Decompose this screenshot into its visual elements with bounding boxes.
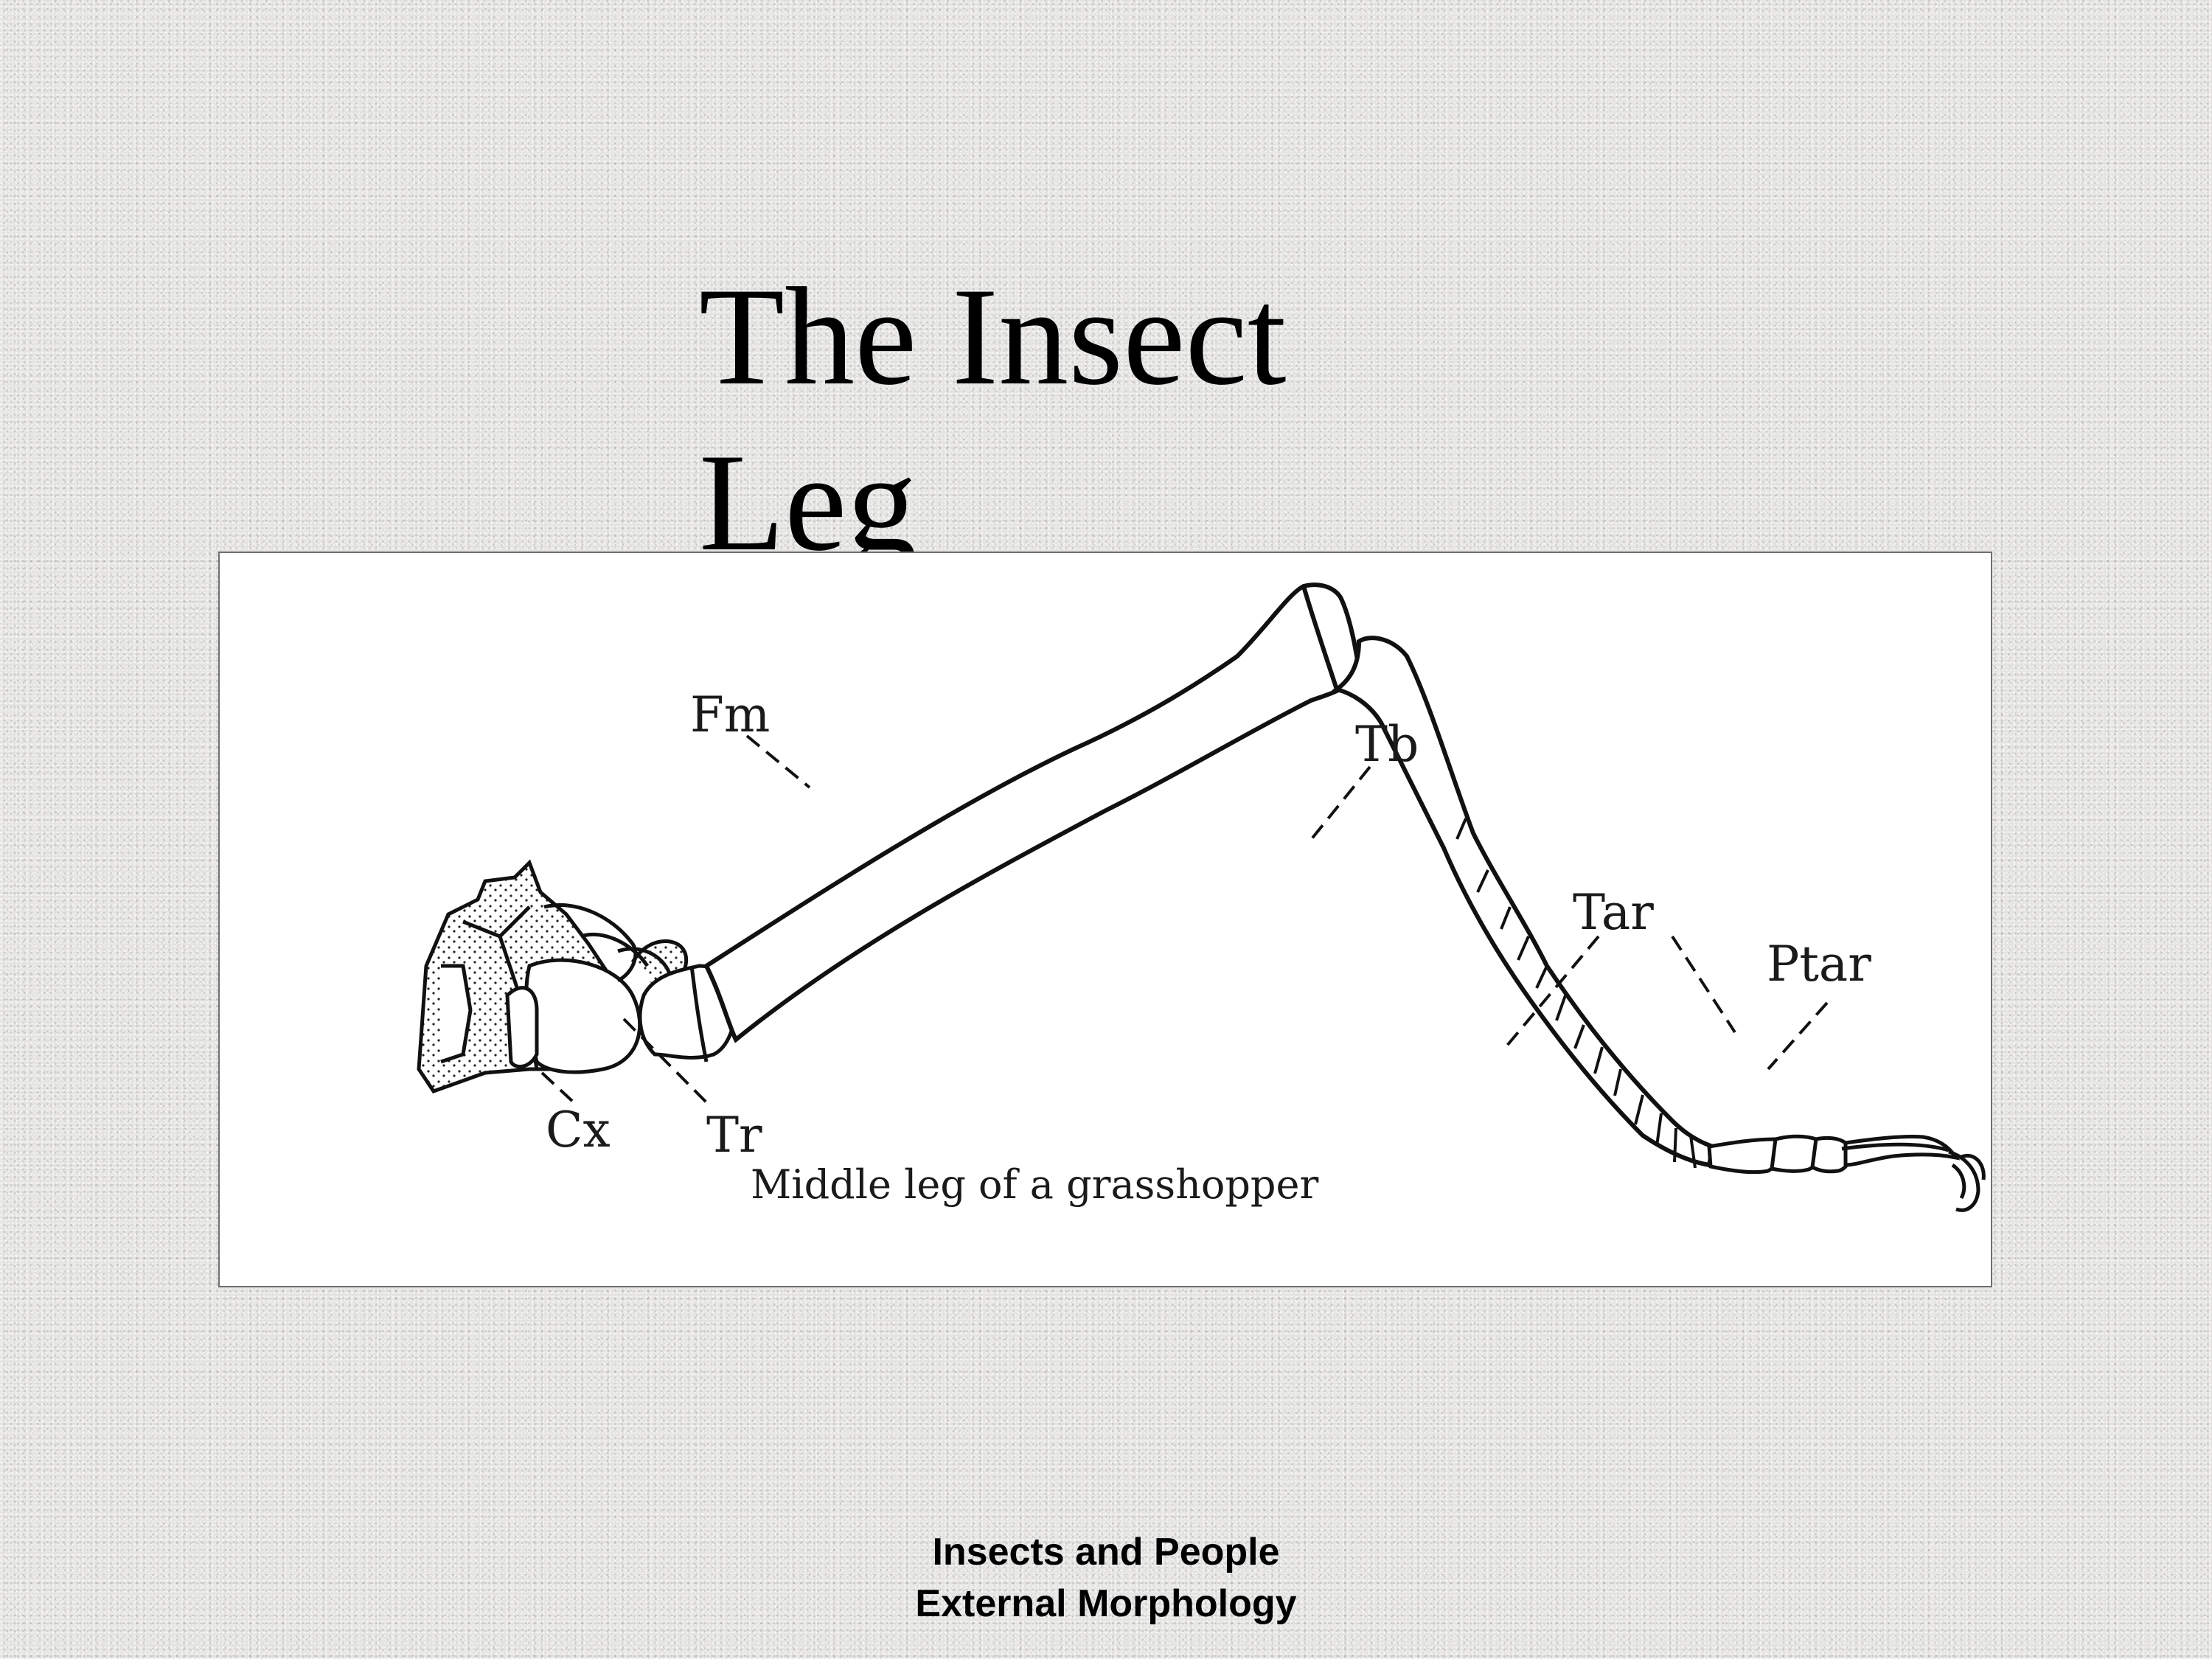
tibia-label: Tb <box>1355 716 1419 773</box>
tarsus-label: Tar <box>1573 884 1654 941</box>
femur-segment <box>703 582 1362 1043</box>
trochanter-label: Tr <box>706 1107 762 1164</box>
pretarsus-label: Ptar <box>1767 936 1871 992</box>
grasshopper-leg-diagram: Fm Tb Tar Ptar Cx Tr Middle leg of a gra… <box>417 582 1986 1212</box>
tibia-segment <box>1332 636 1716 1168</box>
grasshopper-leg-figure: Fm Tb Tar Ptar Cx Tr Middle leg of a gra… <box>218 552 1992 1287</box>
coxa-leader <box>540 1071 575 1104</box>
tarsus-segments <box>1707 1134 1961 1175</box>
trochanter-leader <box>622 1018 712 1107</box>
tibia-spines <box>1455 818 1697 1169</box>
coxa-label: Cx <box>546 1102 611 1158</box>
tarsus-leader-right <box>1671 935 1736 1034</box>
slide-title-line-1: The Insect <box>699 260 1287 414</box>
figure-caption: Middle leg of a grasshopper <box>751 1161 1318 1208</box>
tibia-leader <box>1306 765 1371 846</box>
footer-course-title: Insects and People <box>932 1531 1280 1573</box>
pretarsus-claws <box>1948 1150 1986 1212</box>
femur-label: Fm <box>690 686 770 743</box>
coxa-structure <box>417 859 689 1094</box>
slide-title: The Insect Leg <box>699 254 1363 586</box>
leader-lines <box>540 734 1829 1107</box>
femur-leader <box>745 734 811 789</box>
pretarsus-leader <box>1767 1001 1829 1071</box>
trochanter-segment <box>638 964 738 1062</box>
footer-topic: External Morphology <box>915 1582 1297 1625</box>
